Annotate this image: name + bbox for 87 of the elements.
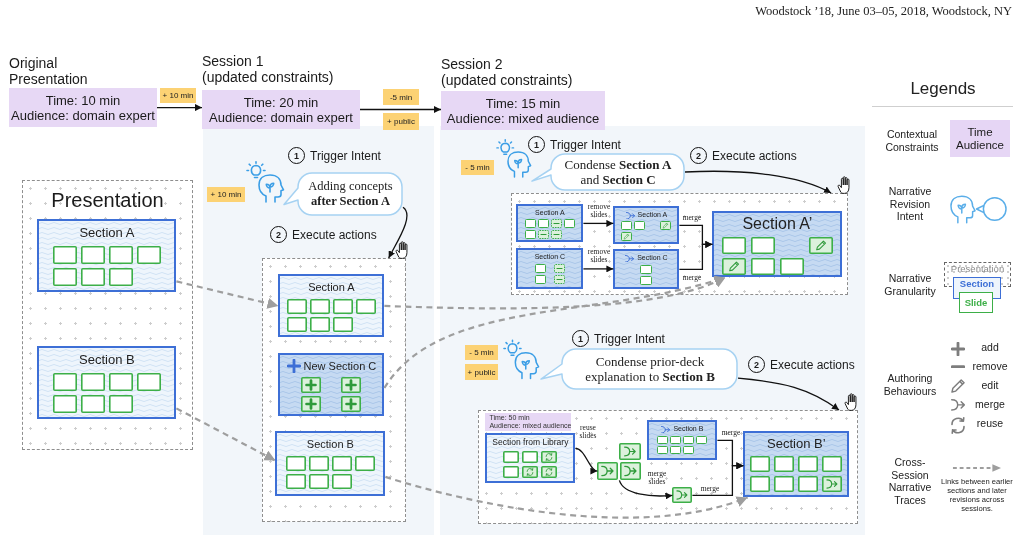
swatch-text: Audience bbox=[956, 138, 1004, 152]
section-box bbox=[37, 219, 177, 293]
section-box bbox=[613, 249, 680, 290]
step-label: Trigger Intent bbox=[550, 137, 621, 152]
legend-label: merge bbox=[975, 398, 1005, 411]
section-box bbox=[647, 420, 718, 461]
section-title: Section A bbox=[79, 226, 135, 242]
legend-label: reuse bbox=[976, 417, 1004, 430]
arrow bbox=[156, 104, 203, 112]
section-box bbox=[743, 431, 850, 498]
presentation-title: Presentation bbox=[51, 189, 164, 211]
section-box bbox=[712, 211, 843, 278]
legend-label: Narrative Revision Intent bbox=[887, 185, 933, 223]
legend-label: add bbox=[981, 341, 999, 354]
section-box bbox=[278, 274, 385, 338]
presentation-frame bbox=[262, 258, 406, 522]
legend-label: edit bbox=[981, 379, 999, 392]
dashed-arrow bbox=[176, 280, 279, 309]
legend-label: Contextual Constraints bbox=[884, 128, 940, 153]
dashed-arrow bbox=[384, 276, 726, 310]
constraint-text: Time: 20 min bbox=[243, 94, 319, 110]
section-title: Section B’ bbox=[767, 437, 826, 453]
slide-sample: Slide bbox=[959, 292, 993, 313]
section-title: Section B bbox=[306, 438, 354, 452]
legend-label: remove bbox=[972, 360, 1008, 373]
change-tag: -5 min bbox=[383, 89, 419, 105]
swatch-text: Time bbox=[967, 125, 993, 139]
constraint-box bbox=[485, 413, 572, 432]
running-header: Woodstock ’18, June 03–05, 2018, Woodstock, NY bbox=[755, 4, 1012, 19]
dashed-arrow bbox=[385, 475, 748, 519]
section-box bbox=[278, 353, 385, 417]
presentation-frame bbox=[511, 193, 848, 295]
section-box bbox=[516, 248, 584, 290]
slide-thumbnails bbox=[597, 443, 642, 481]
step-label: Trigger Intent bbox=[310, 148, 381, 163]
session-heading: Original Presentation bbox=[9, 55, 89, 87]
slide-thumbnail bbox=[672, 487, 693, 504]
section-box bbox=[275, 431, 386, 497]
arrow bbox=[684, 170, 832, 194]
section-title: Section A bbox=[308, 281, 355, 295]
arrow bbox=[388, 206, 408, 259]
presentation-frame bbox=[478, 410, 858, 524]
section-title: Section B bbox=[79, 353, 135, 369]
arrow bbox=[574, 447, 599, 473]
dashed-arrow bbox=[383, 275, 726, 389]
arrow bbox=[618, 479, 674, 500]
session-heading: (updated constraints) bbox=[441, 72, 573, 88]
constraint-text: Time: 15 min bbox=[485, 95, 561, 111]
section-box bbox=[485, 433, 576, 484]
change-tag: - 5 min bbox=[461, 160, 494, 175]
step-label: Execute actions bbox=[292, 227, 377, 242]
change-tag: + 10 min bbox=[207, 187, 245, 202]
change-tag: + public bbox=[465, 364, 498, 380]
section-box bbox=[613, 206, 680, 245]
intent-text: Adding concepts after Section A bbox=[307, 179, 394, 209]
section-box bbox=[37, 346, 177, 420]
change-tag: - 5 min bbox=[465, 345, 498, 360]
dashed-arrow bbox=[175, 407, 276, 462]
legend-label: Cross-Session Narrative Traces bbox=[887, 456, 933, 506]
constraint-text: Audience: mixed audience bbox=[446, 110, 600, 126]
change-tag: + 10 min bbox=[160, 88, 196, 103]
constraint-text: Audience: domain expert bbox=[11, 107, 155, 123]
arrow bbox=[678, 240, 714, 271]
step-label: Execute actions bbox=[770, 357, 855, 372]
constraint-text: Audience: domain expert bbox=[209, 109, 353, 125]
arrow bbox=[737, 377, 840, 411]
section-title: Section A’ bbox=[742, 215, 813, 234]
category-heading: Authoring Behaviours bbox=[882, 372, 938, 398]
section-title: New Section C bbox=[303, 360, 377, 373]
arrow bbox=[359, 106, 442, 113]
arrow bbox=[582, 219, 615, 227]
session-heading: Session 2 bbox=[441, 56, 503, 72]
change-tag: + public bbox=[383, 113, 419, 130]
section-box bbox=[516, 204, 584, 243]
legend-label: Narrative Granularity bbox=[883, 272, 937, 297]
arrow bbox=[582, 265, 615, 273]
session-heading: (updated constraints) bbox=[202, 69, 334, 85]
intent-text: Condense prior-deck explanation to Section B bbox=[584, 353, 716, 385]
arrow bbox=[691, 462, 745, 497]
step-label: Execute actions bbox=[712, 148, 797, 163]
legend-title: Legends bbox=[910, 79, 976, 100]
session-heading: Session 1 bbox=[202, 53, 264, 69]
constraint-text: Time: 10 min bbox=[45, 92, 121, 108]
presentation-frame bbox=[22, 180, 193, 450]
intent-text: Condense Section A and Section C bbox=[563, 156, 673, 188]
step-label: Trigger Intent bbox=[594, 331, 665, 346]
section-title: Section from Library bbox=[492, 438, 569, 449]
